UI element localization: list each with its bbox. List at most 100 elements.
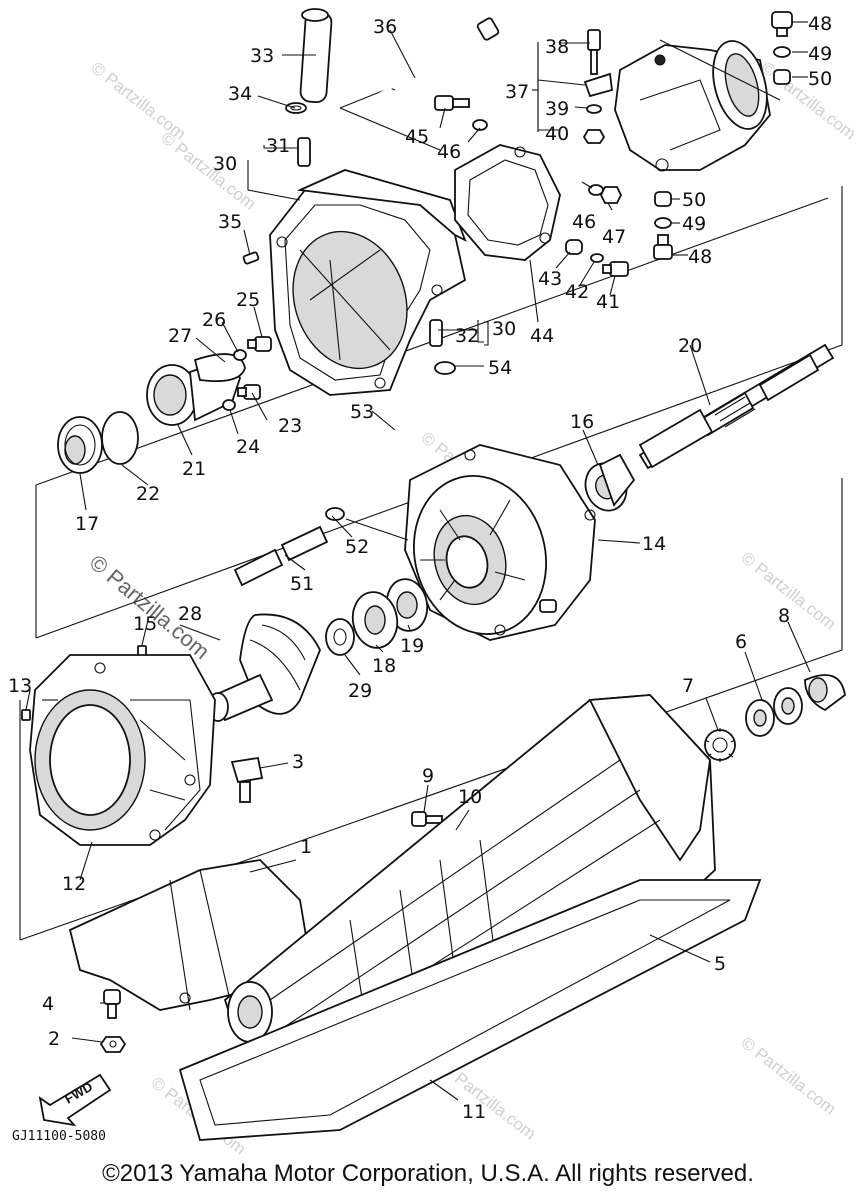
callout-26: 26 [202,309,226,331]
part-tube-33 [299,8,333,104]
callout-31: 31 [266,135,290,157]
part-shaft-20 [638,343,835,470]
part-nut-47 [599,186,623,204]
part-bearing-17 [57,416,103,474]
callout-52: 52 [345,536,369,558]
callout-16: 16 [570,411,594,433]
callout-46: 46 [437,141,461,163]
part-washer-29 [325,618,355,656]
part-cone-27 [193,353,246,383]
callout-29: 29 [348,680,372,702]
fwd-arrow-icon: FWD [38,1073,112,1127]
callout-51: 51 [290,573,314,595]
callout-22: 22 [136,483,160,505]
callout-46: 46 [572,211,596,233]
callout-28: 28 [178,603,202,625]
callout-11: 11 [462,1101,486,1123]
callout-50: 50 [682,189,706,211]
callout-8: 8 [778,605,790,627]
part-bearing-18 [351,591,399,649]
callout-48: 48 [808,13,832,35]
watermark: © Partzilla.com [758,58,856,144]
part-hose-53 [392,378,456,440]
part-nut-2 [99,1036,127,1053]
callout-25: 25 [236,289,260,311]
callout-49: 49 [682,213,706,235]
part-impeller-housing-14 [404,444,596,641]
callout-44: 44 [530,325,554,347]
callout-13: 13 [8,675,32,697]
callout-33: 33 [250,45,274,67]
part-impeller-28 [207,613,321,722]
callout-48: 48 [688,246,712,268]
callout-32: 32 [455,325,479,347]
callout-20: 20 [678,335,702,357]
part-collar-43 [565,239,583,255]
callout-9: 9 [422,765,434,787]
part-bolt-23 [237,384,261,400]
callout-50: 50 [808,68,832,90]
callout-47: 47 [602,226,626,248]
part-long-bolt-36 [369,17,500,102]
callout-37: 37 [505,81,529,103]
part-bolt-48-bottom [653,234,673,260]
callout-2: 2 [48,1028,60,1050]
part-bolt-9 [411,811,443,827]
part-bearing-6-a [773,687,803,725]
part-bolt-45 [434,95,470,111]
part-washer-39 [586,104,602,114]
leader-lines [25,21,811,1101]
callout-42: 42 [565,281,589,303]
callout-35: 35 [218,211,242,233]
callout-18: 18 [372,655,396,677]
callout-23: 23 [278,415,302,437]
callout-41: 41 [596,291,620,313]
callout-14: 14 [642,533,666,555]
part-washer-42 [590,253,604,263]
callout-5: 5 [714,953,726,975]
part-bearing-16 [584,453,636,512]
part-nut-40 [582,129,606,144]
watermark: © Partzilla.com [158,128,260,214]
part-bracket-37 [583,72,613,98]
callout-49: 49 [808,43,832,65]
part-gasket-22 [101,411,139,465]
part-pin-35 [242,251,260,265]
callout-19: 19 [400,635,424,657]
callout-34: 34 [228,83,252,105]
callout-4: 4 [42,993,54,1015]
callout-43: 43 [538,268,562,290]
callout-39: 39 [545,98,569,120]
part-pin-13 [21,709,31,721]
part-clip-34 [285,102,307,114]
part-bolt-41 [602,261,629,277]
part-gear-7 [704,728,736,762]
callout-40: 40 [545,123,569,145]
callout-1: 1 [300,836,312,858]
part-washer-26 [233,349,247,361]
callout-54: 54 [488,357,512,379]
copyright-notice: ©2013 Yamaha Motor Corporation, U.S.A. A… [102,1160,754,1187]
part-pin-32 [429,319,443,347]
callout-38: 38 [545,36,569,58]
watermark: © Partzilla.com [738,1033,840,1119]
part-ring-44 [454,144,561,261]
callout-12: 12 [62,873,86,895]
part-cone-8 [804,674,846,712]
part-bearing-6-b [745,699,775,737]
part-clamp-54 [434,361,456,375]
part-washer-24 [222,399,236,411]
callout-53: 53 [350,401,374,423]
callout-numbers: 1 2 3 4 5 6 7 8 9 10 11 12 13 14 15 16 1… [8,13,832,1123]
callout-24: 24 [236,436,260,458]
part-intake-housing-12 [29,654,216,846]
callout-45: 45 [405,126,429,148]
callout-27: 27 [168,325,192,347]
part-washer-46-a [472,119,488,131]
part-pin-31 [297,137,311,167]
part-pin-51 [233,525,329,587]
diagram-code: GJ11100-5080 [12,1129,106,1144]
part-bolt-48-top [771,11,793,37]
callout-7: 7 [682,675,694,697]
